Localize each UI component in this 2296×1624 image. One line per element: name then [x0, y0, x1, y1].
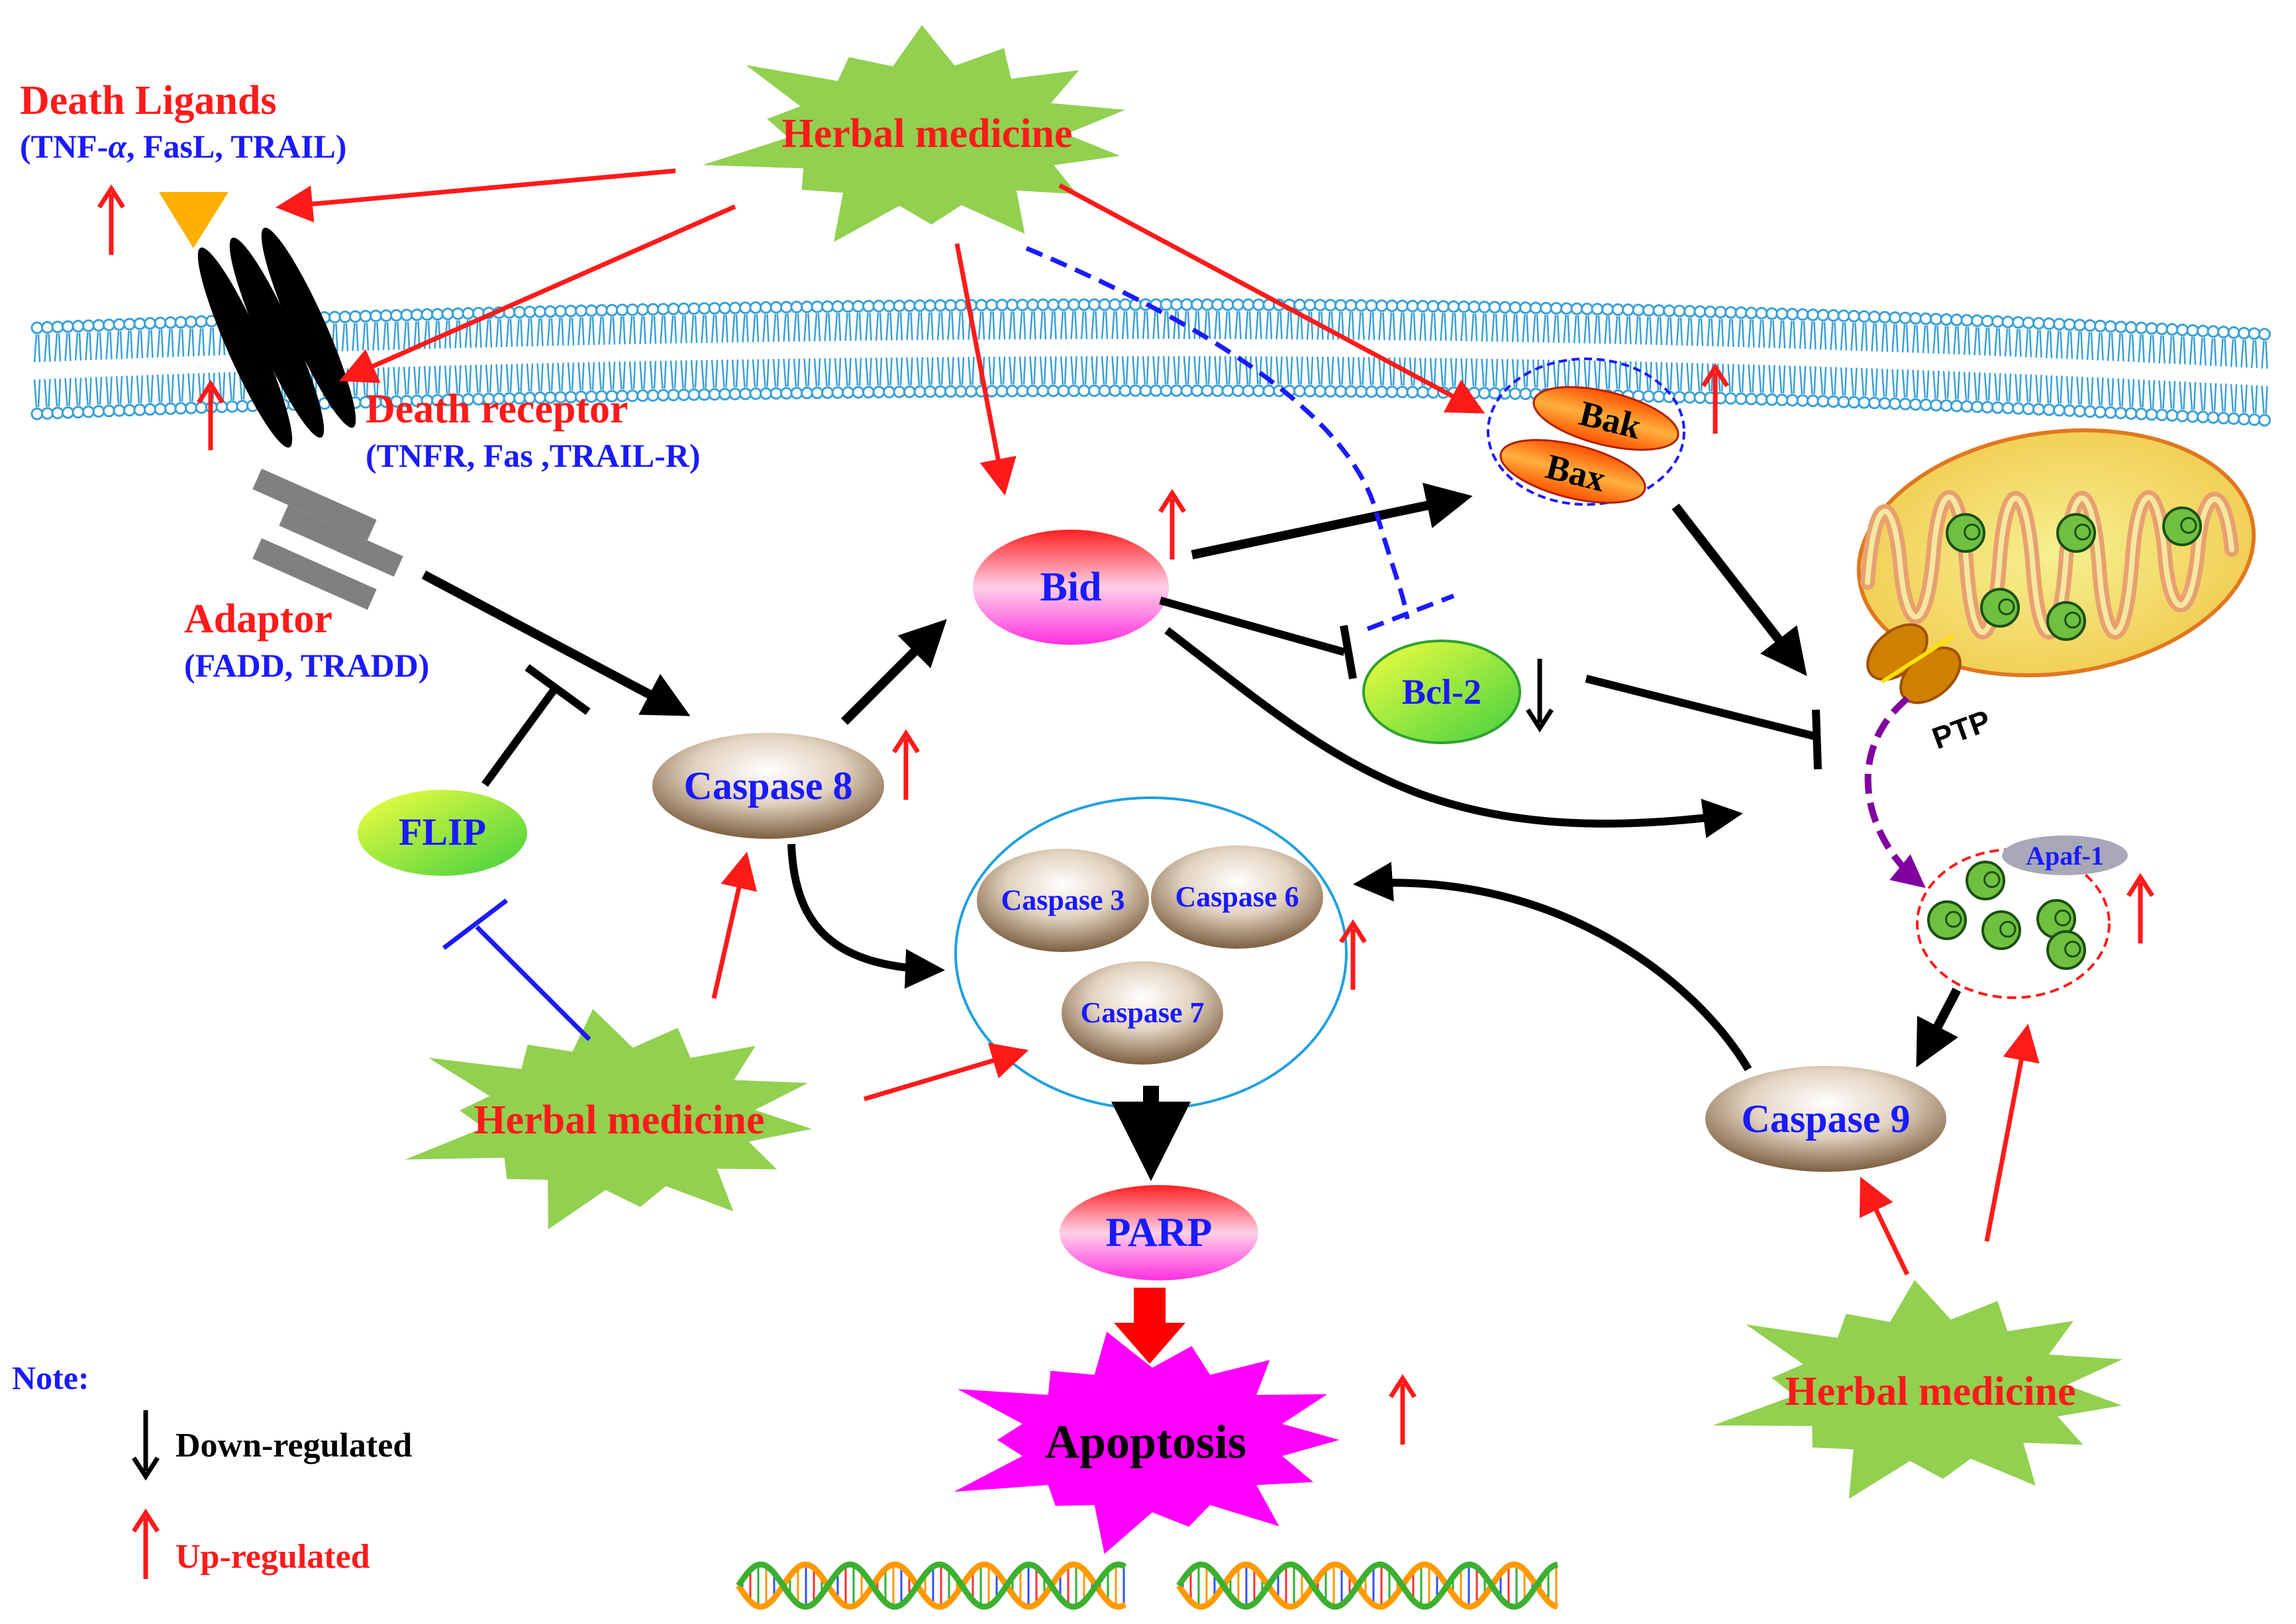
caspase8-to-bid-arrow [841, 619, 947, 725]
cytochrome-c-release-arrow [1864, 696, 1926, 888]
herbal-medicine-top: Herbal medicine [702, 24, 1126, 242]
legend-up-label: Up-regulated [175, 1538, 370, 1576]
caspase9-label: Caspase 9 [1741, 1097, 1910, 1141]
herbal-medicine-right: Herbal medicine [1713, 1280, 2123, 1499]
adaptor-list: (FADD, TRADD) [184, 647, 429, 684]
up-arrow [2126, 873, 2154, 943]
bcl2-label: Bcl-2 [1402, 672, 1481, 712]
down-arrow [1526, 659, 1554, 733]
blue-inhibitions [442, 246, 1455, 1041]
caspase7-label: Caspase 7 [1080, 996, 1204, 1029]
ptp-channel [1866, 623, 1962, 704]
legend: Note: Down-regulated Up-regulated [12, 1359, 412, 1576]
death-receptor-icon [197, 227, 356, 448]
death-ligands-label: Death Ligands [20, 78, 277, 123]
pathway-arrows [421, 483, 1962, 1181]
apaf1-label: Apaf-1 [2026, 841, 2104, 871]
up-arrow [1339, 919, 1367, 990]
apoptosis-star: Apoptosis [954, 1331, 1340, 1554]
bcl2-inhibits-mitochondria [1585, 675, 1816, 740]
herbal-medicine-right-label: Herbal medicine [1785, 1369, 2075, 1414]
herbal-inhibits-bcl2-dashed [1025, 246, 1410, 620]
bcl2-node: Bcl-2 [1362, 640, 1521, 744]
herbal-medicine-left-label: Herbal medicine [474, 1098, 764, 1143]
death-receptor-list: (TNFR, Fas ,TRAIL-R) [366, 437, 701, 474]
up-arrow [1701, 363, 1729, 434]
parp-label: PARP [1106, 1210, 1213, 1255]
apoptosome-to-caspase9-arrow [1916, 987, 1962, 1068]
caspase8-label: Caspase 8 [683, 764, 852, 808]
flip-label: FLIP [399, 810, 486, 853]
legend-note: Note: [12, 1359, 89, 1396]
dna-strands [736, 1561, 1559, 1610]
herbal-stimulation-arrows [275, 168, 2040, 1276]
caspase9-to-caspases-arrow [1353, 861, 1752, 1072]
flip-inhibits-caspase8 [481, 686, 558, 787]
up-arrow [197, 379, 225, 450]
mitochondrion [1856, 428, 2256, 678]
parp-node: PARP [1060, 1185, 1258, 1280]
herbal-medicine-top-label: Herbal medicine [781, 111, 1072, 156]
adaptor-label: Adaptor [184, 597, 332, 642]
bid-inhibits-bcl2 [1159, 597, 1346, 656]
bid-to-bakbax-arrow [1191, 483, 1473, 559]
ptp-label: PTP [1928, 703, 1995, 755]
regulation-arrows [97, 184, 2154, 1579]
up-arrow [892, 729, 920, 800]
up-arrow [1158, 489, 1186, 559]
death-ligands-list: (TNF-α, FasL, TRAIL) [20, 128, 346, 165]
adaptor-to-caspase8-arrow [421, 570, 691, 716]
bid-node: Bid [973, 530, 1169, 645]
down-arrow [132, 1410, 160, 1481]
apoptosome: Apaf-1 [1916, 836, 2128, 999]
flip-node: FLIP [358, 790, 527, 876]
herbal-medicine-left: Herbal medicine [405, 1009, 812, 1229]
bakbax-to-mitochondria-arrow [1672, 503, 1807, 677]
up-arrow [97, 184, 125, 255]
bak-bax-complex: Bak Bax [1487, 358, 1685, 506]
legend-down-label: Down-regulated [175, 1427, 412, 1464]
adaptor-icon [252, 468, 403, 610]
parp-to-apoptosis-arrow [1114, 1288, 1185, 1364]
caspase6-label: Caspase 6 [1175, 881, 1299, 913]
up-arrow [132, 1508, 160, 1579]
caspase8-node: Caspase 8 [652, 733, 884, 839]
caspase3-label: Caspase 3 [1001, 884, 1124, 916]
bid-label: Bid [1040, 565, 1101, 610]
death-receptor-label: Death receptor [366, 387, 628, 432]
caspase9-node: Caspase 9 [1705, 1066, 1946, 1172]
caspase8-to-caspases-arrow [787, 843, 945, 989]
up-arrow [1389, 1374, 1417, 1445]
death-ligand-triangle [159, 192, 228, 248]
executioner-caspases-group: Caspase 3 Caspase 6 Caspase 7 [954, 796, 1348, 1110]
apoptosis-label: Apoptosis [1045, 1415, 1246, 1468]
bid-to-mitochondria-arrow [1164, 627, 1743, 838]
herbal-inhibits-flip [475, 925, 591, 1041]
